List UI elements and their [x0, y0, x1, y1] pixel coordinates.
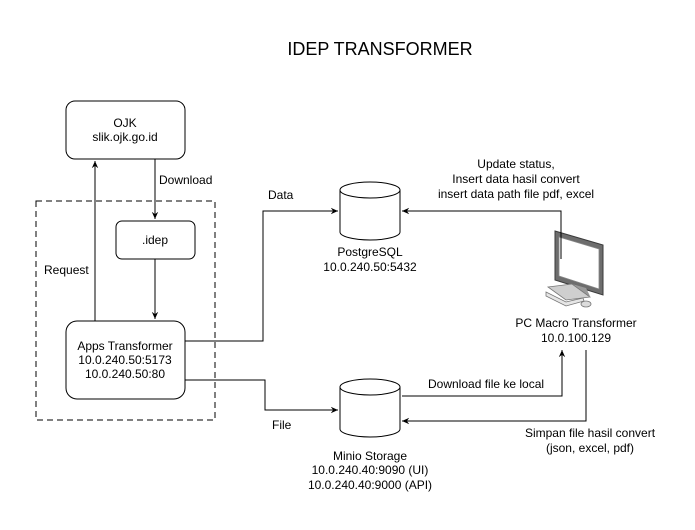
pc-macro-addr: 10.0.100.129 — [541, 331, 611, 345]
postgresql-cylinder-icon — [339, 181, 401, 241]
pc-macro-transformer-node[interactable]: PC Macro Transformer 10.0.100.129 — [515, 230, 637, 345]
postgresql-node[interactable]: PostgreSQL 10.0.240.50:5432 — [323, 181, 417, 274]
edge-simpan-label-1: Simpan file hasil convert — [525, 426, 656, 440]
apps-transformer-addr-2: 10.0.240.50:80 — [85, 367, 165, 381]
edge-download-local-label: Download file ke local — [428, 377, 544, 391]
diagram-title: IDEP TRANSFORMER — [287, 39, 472, 59]
apps-transformer-box — [65, 320, 186, 400]
ojk-label: OJK — [113, 116, 136, 130]
edge-update-label-2: Insert data hasil convert — [452, 172, 580, 186]
edge-data-label: Data — [268, 188, 294, 202]
minio-cylinder-icon — [339, 378, 401, 438]
edge-update-label-3: insert data path file pdf, excel — [438, 187, 594, 201]
pc-macro-label: PC Macro Transformer — [515, 316, 636, 330]
edge-pc-to-postgres — [402, 207, 562, 259]
edge-request-label: Request — [44, 263, 89, 277]
minio-addr-1: 10.0.240.40:9090 (UI) — [312, 463, 429, 477]
edge-minio-to-pc — [402, 350, 566, 397]
edge-simpan-label-2: (json, excel, pdf) — [546, 441, 634, 455]
edge-file-label: File — [272, 418, 292, 432]
apps-transformer-addr-1: 10.0.240.50:5173 — [78, 353, 172, 367]
edge-apps-to-minio — [185, 379, 338, 414]
edge-pc-to-minio — [402, 350, 587, 425]
idep-node[interactable]: .idep — [115, 220, 196, 260]
minio-label: Minio Storage — [333, 449, 407, 463]
apps-transformer-node[interactable]: Apps Transformer 10.0.240.50:5173 10.0.2… — [65, 320, 186, 400]
idep-label: .idep — [142, 233, 168, 247]
postgresql-addr: 10.0.240.50:5432 — [323, 260, 417, 274]
postgresql-label: PostgreSQL — [337, 245, 403, 259]
minio-storage-node[interactable]: Minio Storage 10.0.240.40:9090 (UI) 10.0… — [308, 378, 432, 492]
ojk-box — [65, 100, 186, 160]
minio-addr-2: 10.0.240.40:9000 (API) — [308, 478, 432, 492]
edge-download-label: Download — [159, 173, 212, 187]
minio-cylinder-rim — [339, 386, 401, 396]
ojk-host: slik.ojk.go.id — [92, 130, 157, 144]
edge-update-label-1: Update status, — [477, 157, 554, 171]
apps-transformer-label: Apps Transformer — [77, 339, 172, 353]
ojk-node[interactable]: OJK slik.ojk.go.id — [65, 100, 186, 160]
postgresql-cylinder-rim — [339, 189, 401, 199]
desktop-computer-icon — [545, 230, 604, 308]
edge-apps-to-postgres — [185, 207, 338, 342]
